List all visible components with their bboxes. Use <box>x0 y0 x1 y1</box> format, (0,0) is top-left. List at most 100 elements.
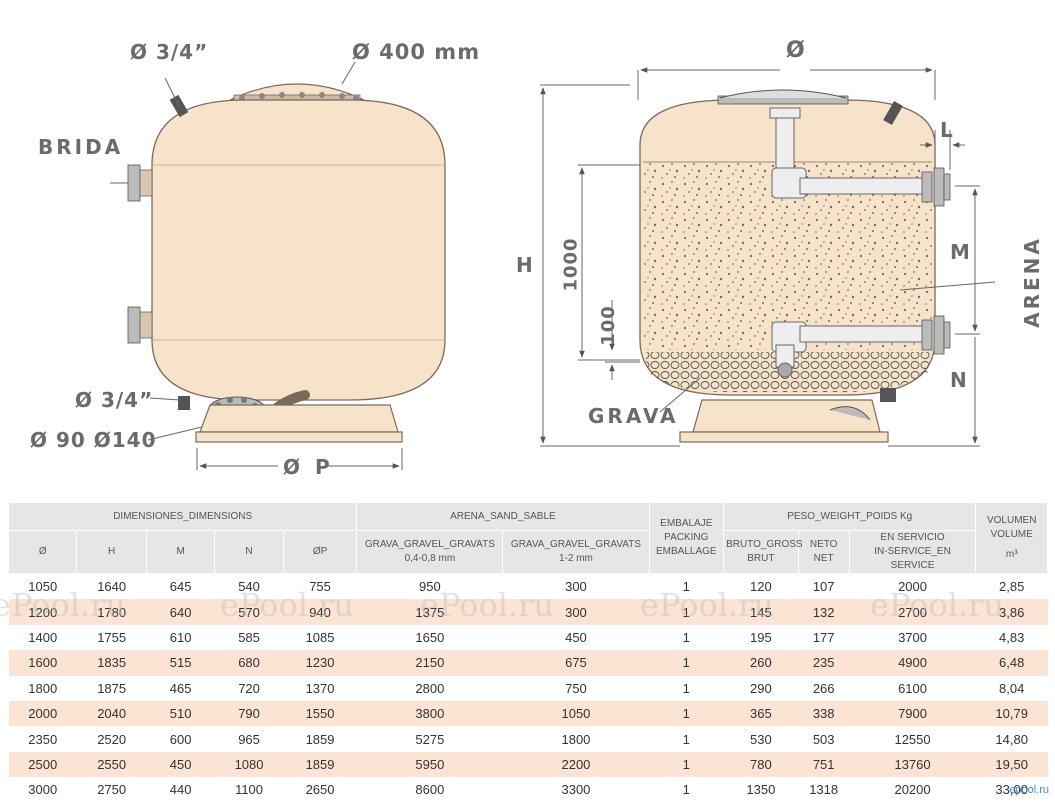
table-cell: 7900 <box>849 700 976 727</box>
table-cell: 2650 <box>283 777 357 803</box>
table-cell: 6,48 <box>975 650 1048 676</box>
table-cell: 751 <box>798 751 850 778</box>
table-cell: 1835 <box>76 650 147 676</box>
header-sand: ARENA_SAND_SABLE <box>356 502 650 531</box>
label-height: H <box>516 253 534 277</box>
table-cell: 13760 <box>849 751 976 778</box>
header-dimensions: DIMENSIONES_DIMENSIONS <box>7 502 358 531</box>
drawing-canvas <box>110 61 996 470</box>
table-cell: 1350 <box>723 777 799 803</box>
table-cell: 450 <box>502 624 649 651</box>
table-cell: 33,00 <box>975 777 1048 803</box>
table-cell: 2350 <box>8 726 77 752</box>
table-cell: 3300 <box>502 777 649 803</box>
table-cell: 20200 <box>849 777 976 803</box>
table-cell: 2520 <box>76 726 147 752</box>
table-cell: 965 <box>214 726 284 752</box>
table-cell: 2750 <box>76 777 147 803</box>
label-grava: GRAVA <box>588 404 679 428</box>
table-cell: 338 <box>798 700 850 727</box>
top-valve <box>164 77 189 118</box>
table-cell: 1 <box>649 777 724 803</box>
table-cell: 1 <box>649 675 724 701</box>
site-mark: epool.ru <box>1009 784 1049 796</box>
table-cell: 2040 <box>76 700 147 727</box>
table-cell: 2700 <box>849 599 976 625</box>
table-cell: 2,85 <box>975 573 1048 600</box>
table-cell: 645 <box>146 573 215 600</box>
table-cell: 14,80 <box>975 726 1048 752</box>
col-base-diameter: ØP <box>282 530 358 574</box>
table-cell: 1 <box>649 726 724 752</box>
col-gravel-fine: GRAVA_GRAVEL_GRAVATS 0,4-0,8 mm <box>356 530 504 574</box>
table-cell: 260 <box>723 650 799 676</box>
table-cell: 503 <box>798 726 850 752</box>
col-n: N <box>214 530 284 574</box>
table-cell: 790 <box>214 700 284 727</box>
label-sand-height: 1000 <box>560 237 582 292</box>
table-cell: 1080 <box>214 751 284 778</box>
table-cell: 1875 <box>76 675 147 701</box>
table-cell: 4900 <box>849 650 976 676</box>
right-flanges <box>921 167 951 355</box>
table-cell: 19,50 <box>975 751 1048 778</box>
table-cell: 2200 <box>502 751 649 778</box>
table-cell: 1550 <box>283 700 357 727</box>
table-cell: 5950 <box>356 751 503 778</box>
table-cell: 1 <box>649 650 724 676</box>
technical-drawings: Ø 3/4” Ø 400 mm BRIDA Ø 3/4” Ø 90 Ø140 Ø… <box>30 38 1044 479</box>
col-net: NETO NET <box>797 530 850 574</box>
table-cell: 1375 <box>356 599 503 625</box>
label-valve-top: Ø 3/4” <box>130 40 209 64</box>
table-cell: 1050 <box>502 700 649 727</box>
table-cell: 132 <box>798 599 850 625</box>
table-cell: 780 <box>723 751 799 778</box>
table-cell: 530 <box>723 726 799 752</box>
specifications-table: DIMENSIONES_DIMENSIONS ARENA_SAND_SABLE … <box>7 502 1048 803</box>
table-cell: 2000 <box>849 573 976 600</box>
table-cell: 1200 <box>8 599 77 625</box>
table-cell: 440 <box>146 777 215 803</box>
label-pipe-diameters: Ø 90 Ø140 <box>30 428 157 452</box>
table-cell: 2800 <box>356 675 503 701</box>
table-cell: 450 <box>146 751 215 778</box>
table-cell: 1100 <box>214 777 284 803</box>
table-cell: 1640 <box>76 573 147 600</box>
table-cell: 300 <box>502 573 649 600</box>
table-cell: 107 <box>798 573 850 600</box>
table-cell: 3000 <box>8 777 77 803</box>
label-valve-bottom: Ø 3/4” <box>75 388 154 412</box>
table-cell: 680 <box>214 650 284 676</box>
table-cell: 120 <box>723 573 799 600</box>
table-cell: 510 <box>146 700 215 727</box>
label-brida: BRIDA <box>38 135 124 159</box>
table-cell: 3700 <box>849 624 976 651</box>
table-cell: 365 <box>723 700 799 727</box>
table-sub-header-row: Ø H M N ØP GRAVA_GRAVEL_GRAVATS 0,4-0,8 … <box>7 530 1048 574</box>
table-cell: 1755 <box>76 624 147 651</box>
table-cell: 465 <box>146 675 215 701</box>
label-n: N <box>950 368 968 392</box>
table-cell: 950 <box>356 573 503 600</box>
table-cell: 2000 <box>8 700 77 727</box>
table-cell: 1370 <box>283 675 357 701</box>
left-flange-bottom <box>127 306 153 344</box>
internal-pipes <box>769 107 931 378</box>
table-cell: 600 <box>146 726 215 752</box>
table-cell: 515 <box>146 650 215 676</box>
table-cell: 12550 <box>849 726 976 752</box>
label-base-diameter: Ø P <box>283 455 334 479</box>
table-cell: 750 <box>502 675 649 701</box>
table-cell: 235 <box>798 650 850 676</box>
table-cell: 1800 <box>502 726 649 752</box>
table-cell: 5275 <box>356 726 503 752</box>
col-diameter: Ø <box>7 530 78 574</box>
